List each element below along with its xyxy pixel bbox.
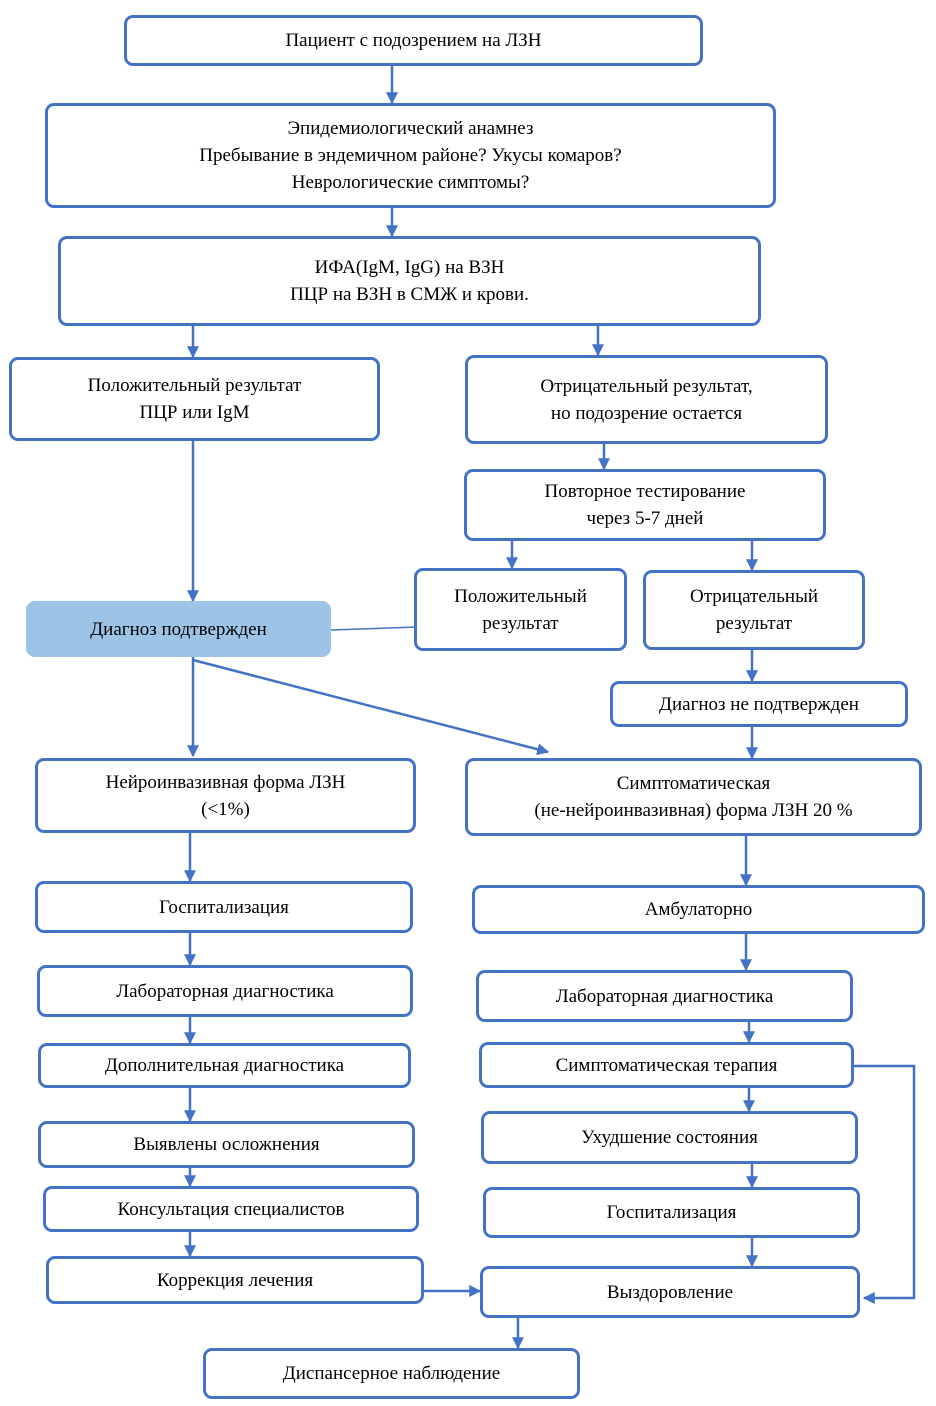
node-retest-negative-line-2: результат xyxy=(715,613,793,634)
node-retest-line-2: через 5-7 дней xyxy=(586,508,704,529)
node-consultation-line: Консультация специалистов xyxy=(117,1198,345,1220)
arrow-therapy-recovery xyxy=(854,1064,916,1304)
node-outpatient: Амбулаторно xyxy=(472,885,925,934)
node-retest-line-1: Повторное тестирование xyxy=(544,481,746,502)
node-treatment-correction: Коррекция лечения xyxy=(46,1256,424,1304)
node-hospitalization-right-line: Госпитализация xyxy=(606,1202,737,1223)
node-additional-diagnostics-line: Дополнительная диагностика xyxy=(104,1055,345,1076)
node-positive-result: Положительный результат ПЦР или IgM xyxy=(9,357,380,441)
node-tests-line-2: ПЦР на ВЗН в СМЖ и крови. xyxy=(290,284,529,305)
node-anamnesis-line-3: Неврологические симптомы? xyxy=(291,172,530,193)
node-treatment-correction-line: Коррекция лечения xyxy=(156,1269,314,1291)
node-recovery: Выздоровление xyxy=(480,1266,860,1318)
node-retest-positive-line-1: Положительный xyxy=(454,585,587,607)
node-complications-line: Выявлены осложнения xyxy=(133,1134,320,1155)
arrow-confirmed-symptomatic xyxy=(192,658,550,756)
node-tests-line-1: ИФА(IgM, IgG) на ВЗН xyxy=(314,257,505,278)
node-neuroinvasive-line-2: (<1%) xyxy=(201,798,250,820)
node-symptomatic: Симптоматическая (не-нейроинвазивная) фо… xyxy=(465,758,922,836)
node-dispensary-line: Диспансерное наблюдение xyxy=(282,1363,501,1384)
node-patient: Пациент с подозрением на ЛЗН xyxy=(124,15,703,66)
node-positive-result-line-1: Положительный результат xyxy=(87,375,302,396)
node-diagnosis-not-confirmed: Диагноз не подтвержден xyxy=(610,681,908,727)
node-lab-diagnostics-left-line: Лабораторная диагностика xyxy=(116,980,334,1002)
node-positive-result-line-2: ПЦР или IgM xyxy=(139,402,250,423)
node-anamnesis-line-1: Эпидемиологический анамнез xyxy=(287,118,534,139)
node-lab-diagnostics-right: Лабораторная диагностика xyxy=(476,970,853,1022)
node-retest-negative: Отрицательный результат xyxy=(643,570,865,650)
node-hospitalization-left: Госпитализация xyxy=(35,881,413,933)
node-recovery-line: Выздоровление xyxy=(606,1281,734,1303)
node-worsening: Ухудшение состояния xyxy=(481,1111,858,1164)
node-diagnosis-confirmed-line: Диагноз подтвержден xyxy=(90,618,267,640)
node-additional-diagnostics: Дополнительная диагностика xyxy=(38,1043,411,1088)
node-lab-diagnostics-right-line: Лабораторная диагностика xyxy=(555,985,774,1007)
node-complications: Выявлены осложнения xyxy=(38,1121,415,1168)
node-negative-result-line-2: но подозрение остается xyxy=(550,402,743,424)
node-negative-result-line-1: Отрицательный результат, xyxy=(540,375,753,397)
node-dispensary: Диспансерное наблюдение xyxy=(203,1348,580,1399)
node-worsening-line: Ухудшение состояния xyxy=(581,1127,758,1148)
node-diagnosis-not-confirmed-line: Диагноз не подтвержден xyxy=(659,693,859,715)
node-neuroinvasive: Нейроинвазивная форма ЛЗН (<1%) xyxy=(35,758,416,833)
node-consultation: Консультация специалистов xyxy=(43,1186,419,1232)
node-anamnesis: Эпидемиологический анамнез Пребывание в … xyxy=(45,103,776,208)
node-anamnesis-line-2: Пребывание в эндемичном районе? Укусы ко… xyxy=(199,145,622,166)
node-symptomatic-therapy: Симптоматическая терапия xyxy=(479,1042,854,1088)
line-retest-positive-confirmed xyxy=(330,626,417,631)
node-retest-positive-line-2: результат xyxy=(482,612,559,634)
node-lab-diagnostics-left: Лабораторная диагностика xyxy=(37,965,413,1017)
node-symptomatic-line-2: (не-нейроинвазивная) форма ЛЗН 20 % xyxy=(534,800,853,821)
node-diagnosis-confirmed: Диагноз подтвержден xyxy=(26,601,331,657)
node-hospitalization-left-line: Госпитализация xyxy=(159,896,289,918)
node-symptomatic-therapy-line: Симптоматическая терапия xyxy=(555,1054,778,1076)
node-outpatient-line: Амбулаторно xyxy=(644,899,753,920)
node-neuroinvasive-line-1: Нейроинвазивная форма ЛЗН xyxy=(105,771,346,793)
node-retest-negative-line-1: Отрицательный xyxy=(689,586,819,607)
node-retest-positive: Положительный результат xyxy=(414,568,627,651)
node-retest: Повторное тестирование через 5-7 дней xyxy=(464,469,826,541)
node-patient-line: Пациент с подозрением на ЛЗН xyxy=(285,30,542,51)
node-tests: ИФА(IgM, IgG) на ВЗН ПЦР на ВЗН в СМЖ и … xyxy=(58,236,761,326)
node-symptomatic-line-1: Симптоматическая xyxy=(616,773,771,794)
node-hospitalization-right: Госпитализация xyxy=(483,1187,860,1238)
node-negative-result: Отрицательный результат, но подозрение о… xyxy=(465,355,828,444)
